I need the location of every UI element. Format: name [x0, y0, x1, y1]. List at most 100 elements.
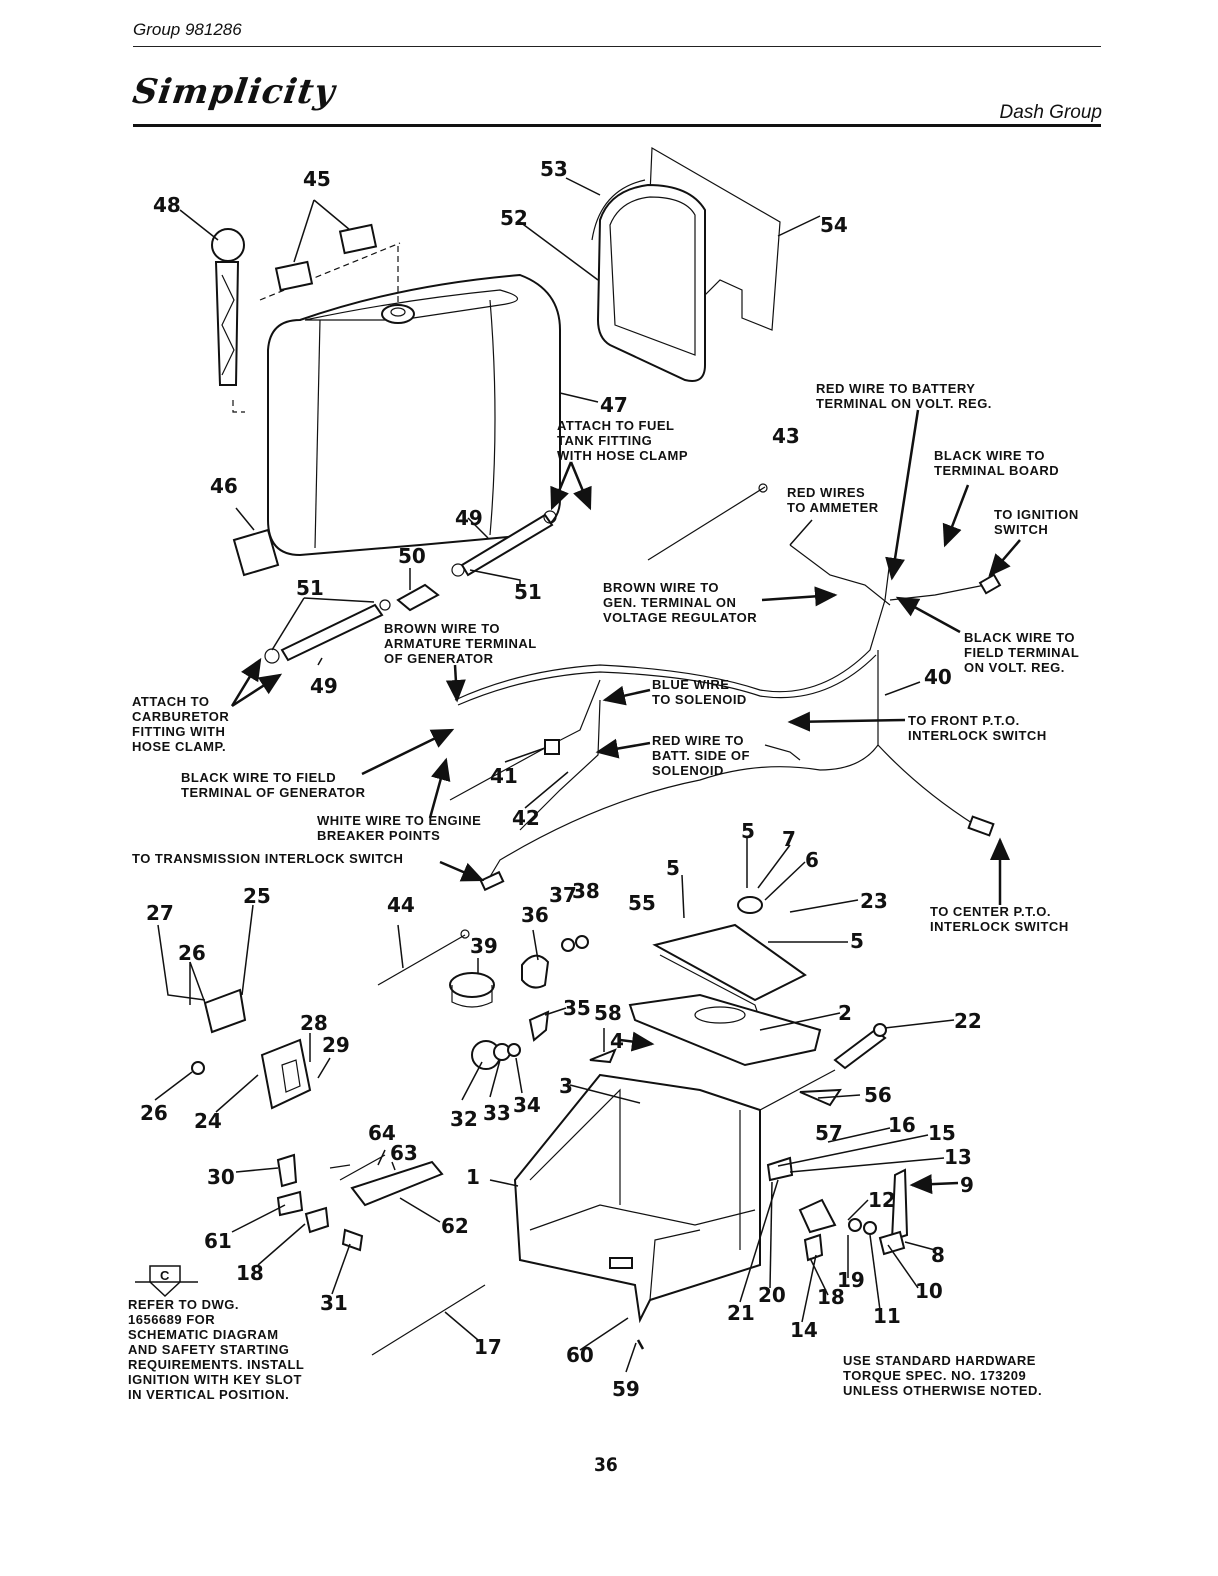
- note-black-field-volt-1: BLACK WIRE TO: [964, 630, 1075, 645]
- callout-5a: 5: [666, 856, 680, 880]
- callout-49b: 49: [310, 674, 338, 698]
- note-brown-gen-1: BROWN WIRE TO: [603, 580, 719, 595]
- note-transmission: TO TRANSMISSION INTERLOCK SWITCH: [132, 851, 403, 866]
- callout-17: 17: [474, 1335, 502, 1359]
- note-red-ammeter-1: RED WIRES: [787, 485, 865, 500]
- note-front-pto-2: INTERLOCK SWITCH: [908, 728, 1047, 743]
- note-attach-fuel-3: WITH HOSE CLAMP: [557, 448, 688, 463]
- note-black-board-1: BLACK WIRE TO: [934, 448, 1045, 463]
- callout-3: 3: [559, 1074, 573, 1098]
- callout-7: 7: [782, 827, 796, 851]
- callout-12: 12: [868, 1188, 896, 1212]
- callout-43: 43: [772, 424, 800, 448]
- callout-4: 4: [610, 1029, 624, 1053]
- note-white-breaker-2: BREAKER POINTS: [317, 828, 440, 843]
- note-refer-6: IGNITION WITH KEY SLOT: [128, 1372, 302, 1387]
- note-attach-carb-2: CARBURETOR: [132, 709, 229, 724]
- callout-63: 63: [390, 1141, 418, 1165]
- callout-24: 24: [194, 1109, 222, 1133]
- note-center-pto-2: INTERLOCK SWITCH: [930, 919, 1069, 934]
- fuel-tank-drawing: [211, 223, 561, 577]
- callout-26a: 26: [178, 941, 206, 965]
- note-red-battery-2: TERMINAL ON VOLT. REG.: [816, 396, 992, 411]
- note-refer-7: IN VERTICAL POSITION.: [128, 1387, 289, 1402]
- callout-33: 33: [483, 1101, 511, 1125]
- leader-lines: [135, 177, 1021, 1373]
- callout-21: 21: [727, 1301, 755, 1325]
- note-ignition-2: SWITCH: [994, 522, 1048, 537]
- note-black-board-2: TERMINAL BOARD: [934, 463, 1059, 478]
- callout-6: 6: [805, 848, 819, 872]
- callout-52: 52: [500, 206, 528, 230]
- note-brown-gen-2: GEN. TERMINAL ON: [603, 595, 736, 610]
- page-number: 36: [594, 1454, 618, 1476]
- note-brown-armature-1: BROWN WIRE TO: [384, 621, 500, 636]
- hardware-drawing: [191, 929, 617, 1356]
- callout-58: 58: [594, 1001, 622, 1025]
- callout-23: 23: [860, 889, 888, 913]
- callout-64: 64: [368, 1121, 396, 1145]
- note-black-field-volt-3: ON VOLT. REG.: [964, 660, 1065, 675]
- callout-50: 50: [398, 544, 426, 568]
- callout-5c: 5: [850, 929, 864, 953]
- callout-51b: 51: [514, 580, 542, 604]
- diagram-notes: RED WIRE TO BATTERY TERMINAL ON VOLT. RE…: [128, 381, 1079, 1402]
- callout-53: 53: [540, 157, 568, 181]
- callout-31: 31: [320, 1291, 348, 1315]
- callout-13: 13: [944, 1145, 972, 1169]
- note-attach-carb-1: ATTACH TO: [132, 694, 209, 709]
- note-front-pto-1: TO FRONT P.T.O.: [908, 713, 1020, 728]
- note-center-pto-1: TO CENTER P.T.O.: [930, 904, 1051, 919]
- callout-36: 36: [521, 903, 549, 927]
- callout-60: 60: [566, 1343, 594, 1367]
- callout-47: 47: [600, 393, 628, 417]
- group-number: Group 981286: [133, 20, 242, 39]
- wire-harness-drawing: [449, 483, 1002, 892]
- note-black-field-gen-1: BLACK WIRE TO FIELD: [181, 770, 336, 785]
- callout-51a: 51: [296, 576, 324, 600]
- header-main-rule: [133, 124, 1101, 127]
- callout-18b: 18: [817, 1285, 845, 1309]
- callout-1: 1: [466, 1165, 480, 1189]
- callout-29: 29: [322, 1033, 350, 1057]
- callout-57: 57: [815, 1121, 843, 1145]
- note-attach-carb-4: HOSE CLAMP.: [132, 739, 226, 754]
- header-rule: [133, 46, 1101, 47]
- note-blue-solenoid-1: BLUE WIRE: [652, 677, 729, 692]
- callout-2: 2: [838, 1001, 852, 1025]
- callout-44: 44: [387, 893, 415, 917]
- callout-54: 54: [820, 213, 848, 237]
- callout-40: 40: [924, 665, 952, 689]
- callout-46: 46: [210, 474, 238, 498]
- cover-assembly-drawing: [591, 146, 781, 382]
- callout-55: 55: [628, 891, 656, 915]
- callout-18a: 18: [236, 1261, 264, 1285]
- callout-45: 45: [303, 167, 331, 191]
- note-hardware-1: USE STANDARD HARDWARE: [843, 1353, 1036, 1368]
- fuel-line-drawing: [264, 510, 557, 664]
- callout-42: 42: [512, 806, 540, 830]
- note-attach-carb-3: FITTING WITH: [132, 724, 225, 739]
- note-refer-4: AND SAFETY STARTING: [128, 1342, 289, 1357]
- callout-62: 62: [441, 1214, 469, 1238]
- callout-26b: 26: [140, 1101, 168, 1125]
- note-attach-fuel-1: ATTACH TO FUEL: [557, 418, 675, 433]
- note-black-field-gen-2: TERMINAL OF GENERATOR: [181, 785, 366, 800]
- callout-28: 28: [300, 1011, 328, 1035]
- section-title: Dash Group: [999, 102, 1102, 123]
- callout-20: 20: [758, 1283, 786, 1307]
- note-red-batt-side-3: SOLENOID: [652, 763, 724, 778]
- callout-32: 32: [450, 1107, 478, 1131]
- note-red-ammeter-2: TO AMMETER: [787, 500, 879, 515]
- callout-30: 30: [207, 1165, 235, 1189]
- callout-numbers: 1 2 3 4 5 5 5 5 6 7 8 9 10 11 12 13 14 1…: [140, 157, 982, 1401]
- callout-38: 38: [572, 879, 600, 903]
- note-red-batt-side-1: RED WIRE TO: [652, 733, 744, 748]
- note-white-breaker-1: WHITE WIRE TO ENGINE: [317, 813, 481, 828]
- callout-56: 56: [864, 1083, 892, 1107]
- callout-14: 14: [790, 1318, 818, 1342]
- note-refer-2: 1656689 FOR: [128, 1312, 215, 1327]
- note-blue-solenoid-2: TO SOLENOID: [652, 692, 747, 707]
- callout-39: 39: [470, 934, 498, 958]
